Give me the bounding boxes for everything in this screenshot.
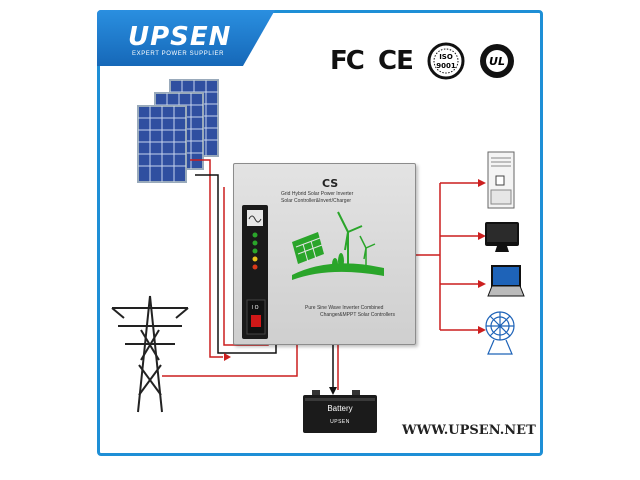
svg-text:I O: I O [252,305,259,311]
air-conditioner-icon [487,151,515,209]
logo-band [97,10,275,66]
svg-text:9001: 9001 [436,62,456,70]
device-line-1: Grid Hybrid Solar Power Inverter [281,191,354,197]
svg-text:ISO: ISO [439,53,453,61]
solar-panel-icon [137,79,219,183]
ul-listed-icon: UL [480,44,514,78]
brand-tagline: EXPERT POWER SUPPLIER [132,51,225,57]
power-pylon-icon [111,295,189,413]
device-title: CS [322,177,339,190]
website-url: WWW.UPSEN.NET [402,423,536,438]
device-line-4: Changer&MPPT Solar Controllers [320,312,395,318]
battery-brand: UPSEN [330,419,350,425]
fan-icon [485,311,515,355]
ce-icon: CE [378,46,414,76]
iso-9001-seal-icon: ISO 9001 [427,42,465,80]
device-line-3: Pure Sine Wave Inverter Combined [305,305,384,311]
svg-text:UL: UL [489,55,505,68]
green-energy-graphic [292,211,384,280]
device-line-2: Solar Controller&Invert/Charger [281,198,352,204]
battery-icon [303,390,377,433]
laptop-icon [487,265,525,297]
battery-label: Battery [327,404,353,413]
monitor-icon [485,222,519,252]
fcc-icon: FC [330,46,365,76]
device-display-panel: I O [242,205,268,339]
brand-logo: UPSEN [128,22,232,52]
